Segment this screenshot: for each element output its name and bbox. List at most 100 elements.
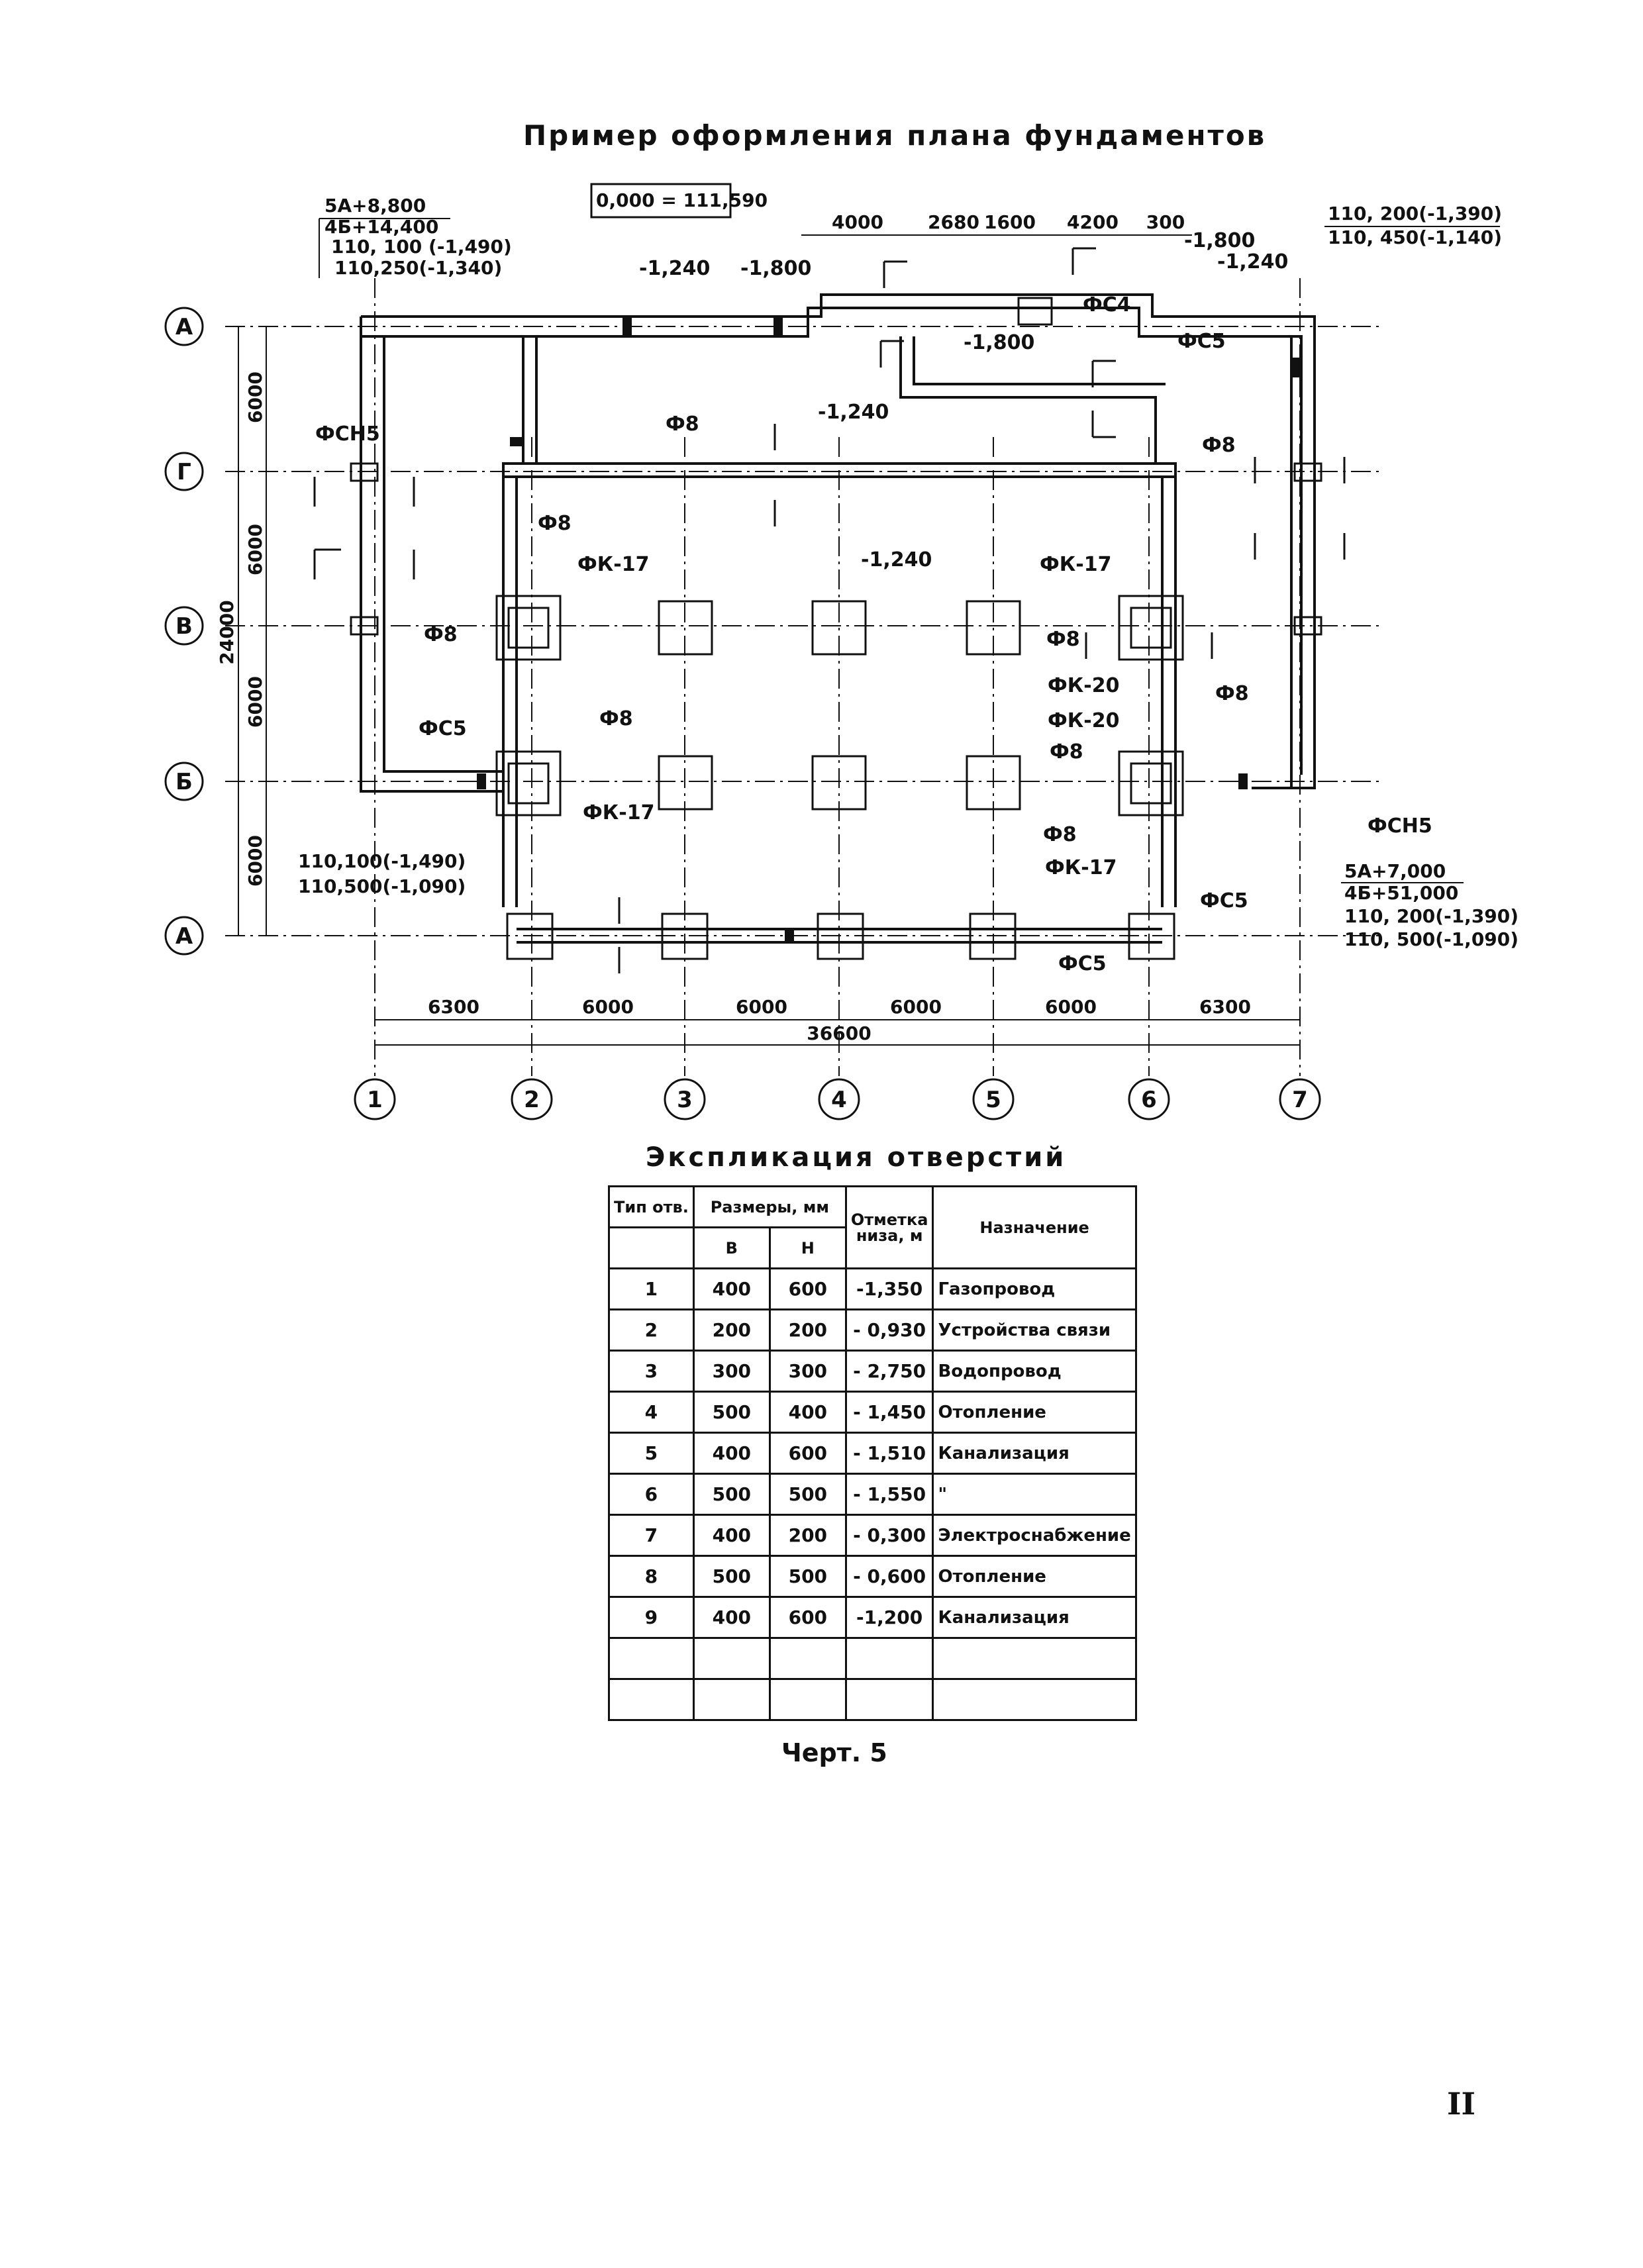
row-axis-label: В xyxy=(175,613,193,640)
mark-f8: Ф8 xyxy=(424,623,458,646)
dim-left-total: 24000 xyxy=(216,600,238,664)
mark-elevation: -1,240 xyxy=(818,401,889,424)
dim-bottom: 6300 xyxy=(428,996,479,1018)
cell-mark xyxy=(844,1637,934,1680)
mark-elevation: -1,240 xyxy=(639,257,710,280)
svg-text:4Б+14,400: 4Б+14,400 xyxy=(324,216,438,238)
cell-h: 500 xyxy=(768,1473,847,1516)
dim-bottom: 6000 xyxy=(890,996,942,1018)
cell-purpose: Отопление xyxy=(932,1391,1137,1434)
cell-h: 200 xyxy=(768,1308,847,1352)
mark-fk20: ФК-20 xyxy=(1048,709,1119,732)
col-type: Тип отв. xyxy=(608,1185,695,1228)
row-axis-bubbles: А Г В Б А xyxy=(164,307,204,956)
cell-mark: - 1,550 xyxy=(844,1473,934,1516)
cell-n: 2 xyxy=(608,1308,695,1352)
mark-f8: Ф8 xyxy=(1050,740,1083,764)
svg-text:4Б+51,000: 4Б+51,000 xyxy=(1344,882,1458,904)
cell-purpose xyxy=(932,1678,1137,1721)
cell-b: 400 xyxy=(692,1432,771,1475)
dimension-lines xyxy=(238,234,1300,1046)
column-axis-label: 5 xyxy=(985,1087,1001,1113)
mark-fk20: ФК-20 xyxy=(1048,674,1119,697)
cell-b xyxy=(692,1678,771,1721)
mark-fk17: ФК-17 xyxy=(1045,856,1117,879)
column-axis-bubbles: 1 2 3 4 5 6 7 xyxy=(354,1078,1321,1120)
col-b: В xyxy=(692,1226,771,1269)
mark-fsn5: ФСН5 xyxy=(1368,814,1432,838)
dim-top: 2680 xyxy=(928,211,979,233)
col-type-blank xyxy=(608,1226,695,1269)
cell-h: 600 xyxy=(768,1267,847,1310)
cell-b: 500 xyxy=(692,1391,771,1434)
mark-fs5: ФС5 xyxy=(1058,952,1107,975)
cell-h: 200 xyxy=(768,1514,847,1557)
svg-text:110, 200(-1,390): 110, 200(-1,390) xyxy=(1328,203,1502,224)
cell-mark: - 0,930 xyxy=(844,1308,934,1352)
figure-caption: Черт. 5 xyxy=(781,1738,887,1767)
explication-table: Тип отв. Размеры, мм Отметка низа, м Наз… xyxy=(608,1185,1137,1721)
dim-bottom: 6000 xyxy=(1045,996,1097,1018)
foundation-plan: 0,000 = 111,590 А Г В Б А 1 xyxy=(164,183,1519,1120)
dim-total: 36600 xyxy=(807,1022,871,1044)
cell-h xyxy=(768,1678,847,1721)
mark-elevation: -1,800 xyxy=(740,257,811,280)
row-axis-label: А xyxy=(175,923,193,950)
mark-f8: Ф8 xyxy=(666,413,699,436)
cell-b: 500 xyxy=(692,1555,771,1598)
dim-bottom: 6300 xyxy=(1199,996,1251,1018)
mark-fk17: ФК-17 xyxy=(583,801,654,824)
cell-purpose: Канализация xyxy=(932,1596,1137,1639)
mark-elevation: -1,800 xyxy=(964,331,1034,354)
column-footings xyxy=(495,297,1184,960)
svg-text:110, 500(-1,090): 110, 500(-1,090) xyxy=(1344,928,1519,950)
cell-n xyxy=(608,1637,695,1680)
table-row xyxy=(608,1678,1137,1721)
cell-n: 3 xyxy=(608,1350,695,1393)
cell-purpose xyxy=(932,1637,1137,1680)
cell-purpose: " xyxy=(932,1473,1137,1516)
row-axis-bubble xyxy=(164,307,204,346)
svg-text:5А+8,800: 5А+8,800 xyxy=(324,195,426,217)
elevation-zero-label: 0,000 = 111,590 xyxy=(596,189,768,211)
cell-n: 7 xyxy=(608,1514,695,1557)
cell-mark xyxy=(844,1678,934,1721)
column-axis-label: 4 xyxy=(831,1087,847,1113)
row-axis-bubble xyxy=(164,606,204,646)
cell-h: 600 xyxy=(768,1432,847,1475)
mark-fsn5: ФСН5 xyxy=(315,422,380,446)
cell-b: 500 xyxy=(692,1473,771,1516)
cell-n xyxy=(608,1678,695,1721)
element-marks: ФСН5 ФСН5 ФС5 ФС5 ФС5 ФС5 ФС4 Ф8 Ф8 Ф8 Ф… xyxy=(315,229,1432,975)
column-axis-label: 2 xyxy=(524,1087,540,1113)
axis-lines xyxy=(225,278,1384,1076)
cell-mark: - 0,600 xyxy=(844,1555,934,1598)
mark-f8: Ф8 xyxy=(1046,628,1080,651)
dim-bottom: 6000 xyxy=(582,996,634,1018)
cell-b xyxy=(692,1637,771,1680)
explication-title: Экспликация отверстий xyxy=(646,1142,1067,1173)
dim-left: 6000 xyxy=(244,835,266,887)
dim-top: 4200 xyxy=(1067,211,1119,233)
row-axis-bubble xyxy=(164,916,204,956)
column-axis-label: 1 xyxy=(367,1087,383,1113)
cell-purpose: Отопление xyxy=(932,1555,1137,1598)
drawing-title: Пример оформления плана фундаментов xyxy=(523,119,1267,152)
cell-b: 400 xyxy=(692,1514,771,1557)
dim-bottom: 6000 xyxy=(736,996,787,1018)
cell-n: 4 xyxy=(608,1391,695,1434)
cell-mark: - 1,450 xyxy=(844,1391,934,1434)
mark-elevation: -1,800 xyxy=(1184,229,1255,252)
mark-f8: Ф8 xyxy=(1043,823,1077,846)
mark-f8: Ф8 xyxy=(599,707,633,730)
svg-text:110, 450(-1,140): 110, 450(-1,140) xyxy=(1328,226,1502,248)
cell-b: 400 xyxy=(692,1596,771,1639)
svg-text:5А+7,000: 5А+7,000 xyxy=(1344,860,1446,882)
